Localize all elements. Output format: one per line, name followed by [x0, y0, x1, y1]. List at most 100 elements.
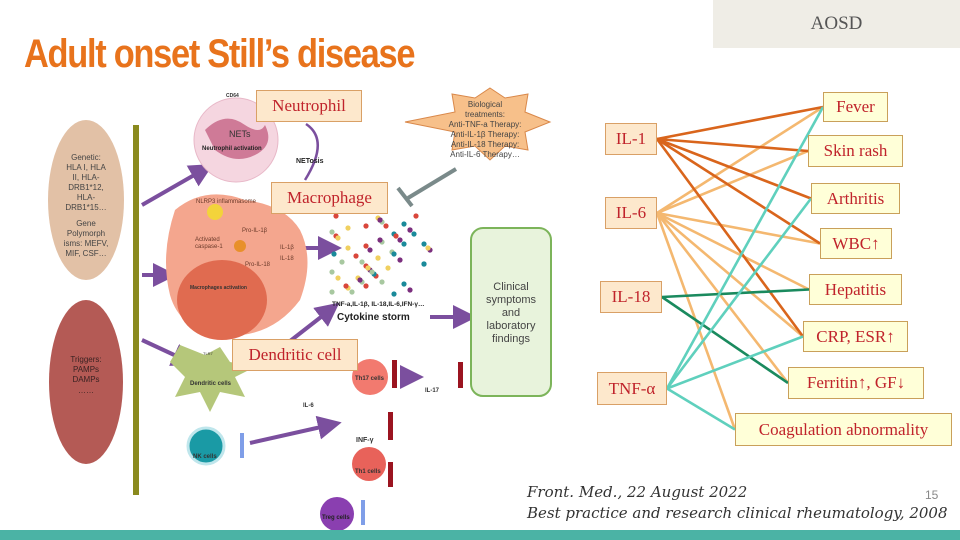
cytokine-dot — [353, 253, 359, 259]
cytokine-storm-label: Cytokine storm — [337, 312, 410, 323]
cytokine-dot — [397, 237, 403, 243]
link-line — [656, 211, 821, 245]
pathway-arrows — [141, 164, 477, 445]
down-arrows — [240, 433, 365, 525]
pro-il18-label: Pro-IL-18 — [245, 262, 271, 268]
cytokine-dot — [349, 289, 355, 295]
cytokine-box: TNF-α — [597, 372, 667, 405]
link-line — [656, 137, 812, 200]
cytokine-dot — [345, 225, 351, 231]
dendritic-cell — [170, 345, 255, 412]
il18-label: IL-18 — [280, 256, 294, 262]
cytokine-dot — [331, 251, 337, 257]
cytokine-dot — [343, 283, 349, 289]
manifestation-box: WBC↑ — [820, 228, 892, 259]
inhibition-arrow — [396, 167, 458, 208]
cytokine-dot — [375, 255, 381, 261]
callout-macrophage: Macrophage — [271, 182, 388, 214]
reference-1: Front. Med., 22 August 2022 — [527, 483, 748, 501]
biologics-star — [404, 87, 552, 161]
link-line — [655, 138, 805, 338]
treg-cell — [320, 497, 354, 531]
up-arrows — [388, 360, 463, 487]
link-line — [656, 212, 804, 338]
link-line — [656, 137, 809, 153]
cytokine-dots — [329, 213, 433, 297]
footer-bar — [0, 530, 960, 540]
cytokine-dot — [407, 287, 413, 293]
neutrophil-activation-label: Neutrophil activation — [202, 146, 262, 152]
link-line — [655, 212, 737, 430]
th17-label: Th17 cells — [355, 376, 385, 382]
nets-label: NETs — [229, 129, 251, 139]
cytokine-dot — [329, 289, 335, 295]
pro-il1b-label: Pro-IL-1β — [242, 228, 268, 234]
cytokine-box: IL-1 — [605, 123, 657, 155]
cytokine-dot — [357, 277, 363, 283]
cytokine-dot — [413, 213, 419, 219]
link-line — [666, 387, 736, 431]
cytokine-dot — [335, 275, 341, 281]
cytokine-dot — [397, 257, 403, 263]
netosis-arrow — [303, 122, 319, 181]
cytokine-dot — [367, 247, 373, 253]
link-line — [656, 211, 810, 291]
genetic-ellipse — [48, 120, 124, 280]
triggers-ellipse — [49, 300, 123, 464]
th1-label: Th1 cells — [355, 469, 381, 475]
manifestation-box: Ferritin↑, GF↓ — [788, 367, 924, 399]
cytokine-dot — [385, 265, 391, 271]
macrophages-activation-label: Macrophages activation — [190, 285, 247, 291]
cytokine-dot — [393, 233, 399, 239]
il1b-label: IL-1β — [280, 245, 294, 251]
th17-cell — [352, 359, 388, 395]
cytokine-dot — [369, 269, 375, 275]
infg-label: INF-γ — [356, 437, 374, 444]
callout-dendritic-cell: Dendritic cell — [232, 339, 358, 371]
cytokine-dot — [383, 223, 389, 229]
link-line — [656, 149, 809, 215]
dendritic-cells-label: Dendritic cells — [190, 381, 232, 387]
cytokines-label: TNF-a,IL-1β, IL-18,IL-6,IFN-γ… — [332, 301, 424, 308]
cytokine-dot — [377, 217, 383, 223]
cytokine-box: IL-18 — [600, 281, 662, 313]
manifestation-box: Hepatitis — [809, 274, 902, 305]
th1-cell — [352, 447, 386, 481]
link-line — [661, 295, 789, 385]
link-line — [656, 105, 824, 141]
cytokine-dot — [359, 259, 365, 265]
link-line — [656, 137, 821, 245]
cytokine-dot — [401, 281, 407, 287]
manifestation-box: Coagulation abnormality — [735, 413, 952, 446]
cytokine-dot — [333, 213, 339, 219]
cytokine-dot — [345, 245, 351, 251]
cytokine-dot — [363, 223, 369, 229]
cytokine-dot — [365, 265, 371, 271]
cd64-label: CD64 — [226, 93, 239, 99]
cytokine-dot — [329, 269, 335, 275]
manifestation-box: Arthritis — [811, 183, 900, 214]
references: Front. Med., 22 August 2022 Best practic… — [527, 482, 948, 524]
cytokine-dot — [421, 241, 427, 247]
cytokine-dot — [335, 235, 341, 241]
nk-cell — [186, 426, 226, 466]
cytokine-dot — [391, 291, 397, 297]
link-line — [665, 197, 813, 390]
link-line — [655, 212, 790, 384]
cytokine-box: IL-6 — [605, 197, 657, 229]
link-line — [665, 106, 825, 390]
callout-neutrophil: Neutrophil — [256, 90, 362, 122]
nlrp3-label: NLRP3 inflammasome — [196, 199, 257, 205]
cytokine-dot — [421, 261, 427, 267]
cytokine-dot — [363, 243, 369, 249]
cytokine-dot — [363, 283, 369, 289]
cytokine-dot — [401, 221, 407, 227]
manifestation-box: CRP, ESR↑ — [803, 321, 908, 352]
inflammasome-icon — [207, 204, 223, 220]
